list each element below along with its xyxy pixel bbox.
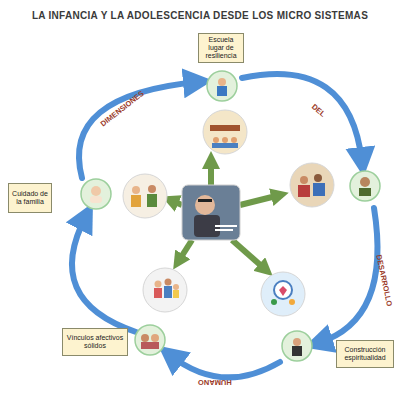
center-arrows	[170, 160, 280, 270]
center-photo	[182, 185, 240, 240]
box-text: Vínculos afectivos sólidos	[65, 334, 125, 350]
text-box: Vínculos afectivos sólidos	[62, 328, 128, 356]
text-box: Escuela lugar de resiliencia	[198, 33, 244, 63]
text-box: Construcción espiritualidad	[336, 340, 394, 368]
box-text: Cuidado de la familia	[11, 190, 49, 206]
diagram-title: LA INFANCIA Y LA ADOLESCENCIA DESDE LOS …	[0, 10, 400, 21]
illustration-figures	[131, 125, 325, 305]
box-text: Construcción espiritualidad	[339, 346, 391, 362]
text-box: Cuidado de la familia	[8, 183, 52, 213]
small-photo-figures	[90, 78, 371, 356]
illustration-circles	[123, 110, 334, 316]
curve-label: DEL	[309, 102, 326, 119]
box-text: Escuela lugar de resiliencia	[201, 36, 241, 60]
curve-label: HUMANO	[198, 378, 232, 387]
small-photo-circles	[81, 71, 380, 361]
